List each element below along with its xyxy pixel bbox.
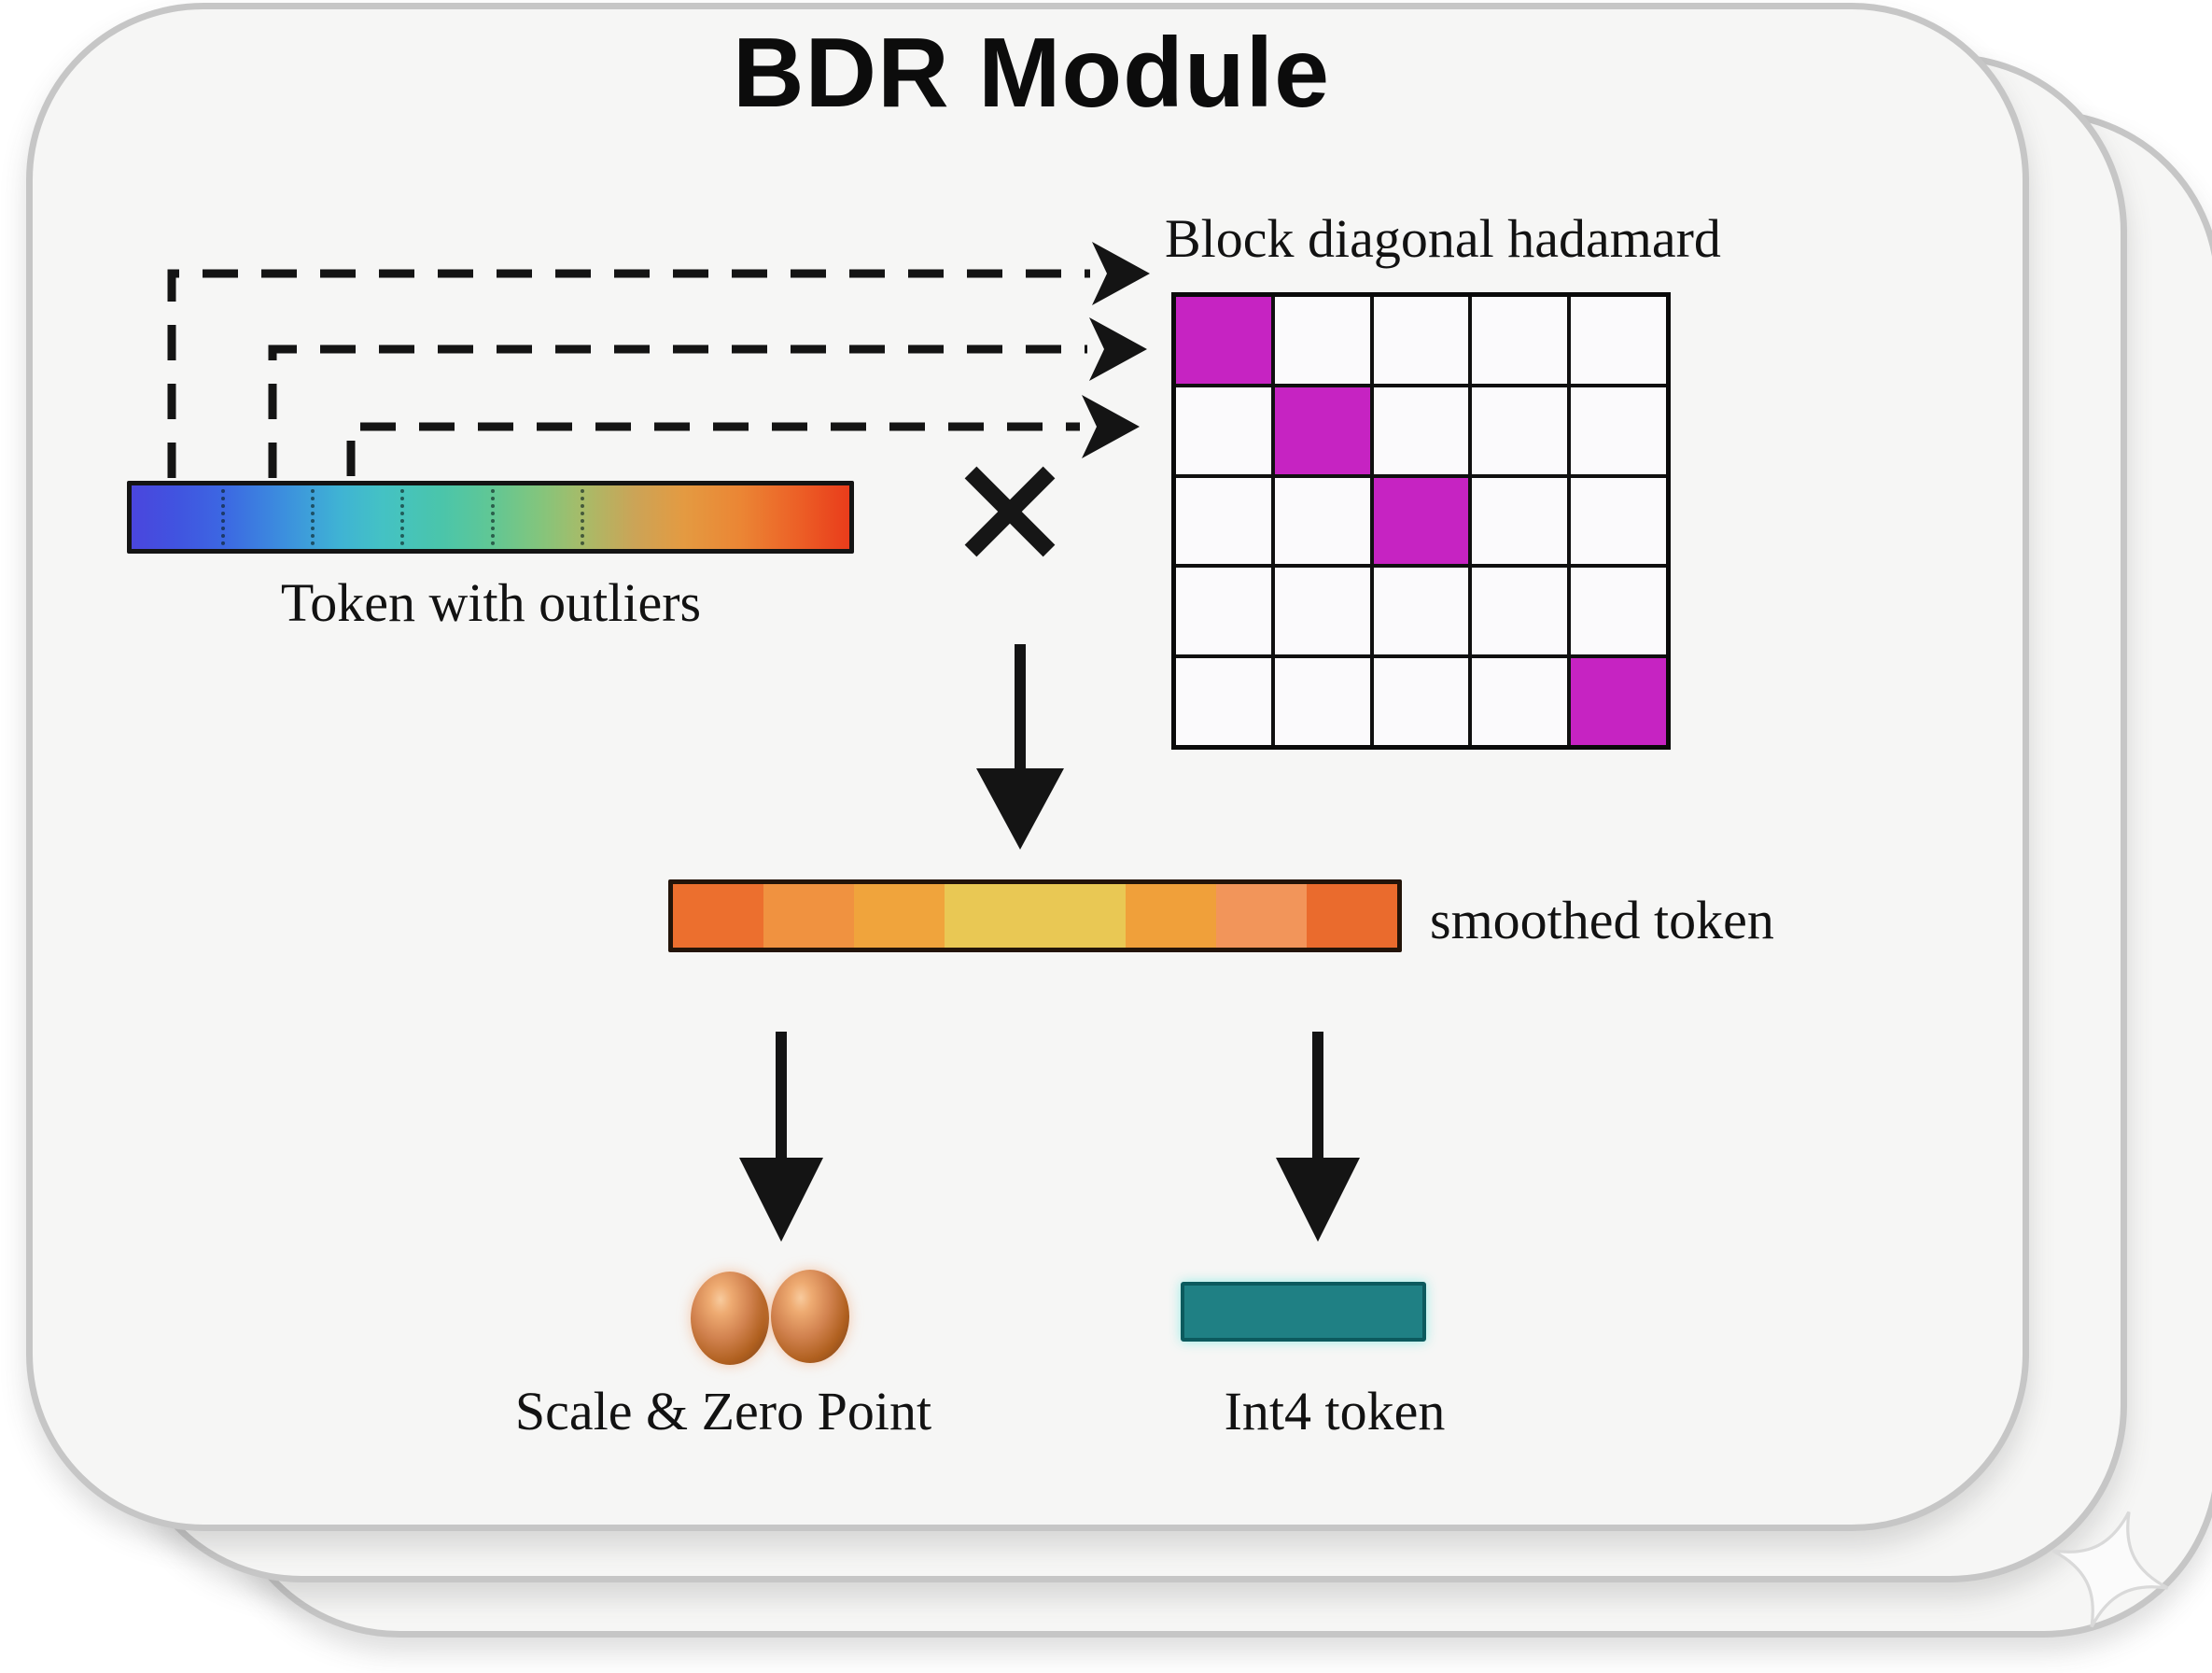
smoothed-token-segment	[1035, 884, 1126, 948]
matrix-cell	[1176, 658, 1271, 745]
matrix-cell	[1274, 568, 1370, 655]
matrix-cell	[1176, 387, 1271, 474]
arrow-down-right	[1276, 1032, 1360, 1242]
int4-token-bar	[1181, 1282, 1426, 1342]
matrix-label: Block diagonal hadamard	[1165, 208, 1721, 269]
matrix-cell	[1176, 477, 1271, 565]
matrix-cell	[1571, 387, 1666, 474]
matrix-cell	[1274, 658, 1370, 745]
smoothed-token-label: smoothed token	[1430, 890, 1774, 950]
stacked-card-front	[26, 3, 2029, 1531]
dashed-arrow-2	[268, 317, 1147, 478]
multiply-icon	[964, 466, 1056, 557]
smoothed-token-segment	[763, 884, 854, 948]
token-cell-divider	[400, 489, 405, 545]
token-with-outliers-bar	[127, 481, 854, 554]
matrix-cell	[1274, 297, 1370, 384]
matrix-diagonal-block	[1571, 658, 1666, 745]
matrix-cell	[1373, 387, 1469, 474]
smoothed-token-segment	[1307, 884, 1397, 948]
smoothed-token-segment	[1216, 884, 1307, 948]
smoothed-token-segment	[854, 884, 945, 948]
scale-zero-point-label: Scale & Zero Point	[514, 1381, 932, 1441]
scale-sphere	[691, 1272, 769, 1365]
arrow-down-left	[739, 1032, 823, 1242]
token-cell-divider	[580, 489, 584, 545]
matrix-cell	[1373, 297, 1469, 384]
hadamard-matrix	[1171, 292, 1671, 750]
matrix-cell	[1373, 658, 1469, 745]
int4-token-label: Int4 token	[1224, 1381, 1446, 1441]
matrix-cell	[1472, 658, 1568, 745]
matrix-cell	[1571, 568, 1666, 655]
token-cell-divider	[311, 489, 315, 545]
matrix-diagonal-block	[1274, 387, 1370, 474]
dashed-arrow-1	[167, 242, 1150, 478]
arrow-down-center	[976, 644, 1064, 850]
matrix-cell	[1472, 387, 1568, 474]
zero-point-sphere	[771, 1270, 849, 1363]
sparkle-icon	[2051, 1511, 2169, 1628]
matrix-diagonal-block	[1176, 297, 1271, 384]
token-cell-divider	[490, 489, 495, 545]
matrix-cell	[1176, 568, 1271, 655]
page-title: BDR Module	[732, 18, 1331, 128]
dashed-arrow-3	[346, 395, 1140, 476]
token-bar-label: Token with outliers	[280, 572, 702, 633]
matrix-cell	[1472, 297, 1568, 384]
matrix-cell	[1373, 568, 1469, 655]
smoothed-token-bar	[668, 879, 1402, 952]
matrix-cell	[1571, 297, 1666, 384]
matrix-cell	[1472, 477, 1568, 565]
matrix-cell	[1472, 568, 1568, 655]
smoothed-token-segment	[1126, 884, 1216, 948]
matrix-cell	[1571, 477, 1666, 565]
smoothed-token-segment	[945, 884, 1035, 948]
matrix-cell	[1274, 477, 1370, 565]
matrix-diagonal-block	[1373, 477, 1469, 565]
token-cell-divider	[221, 489, 226, 545]
smoothed-token-segment	[673, 884, 763, 948]
